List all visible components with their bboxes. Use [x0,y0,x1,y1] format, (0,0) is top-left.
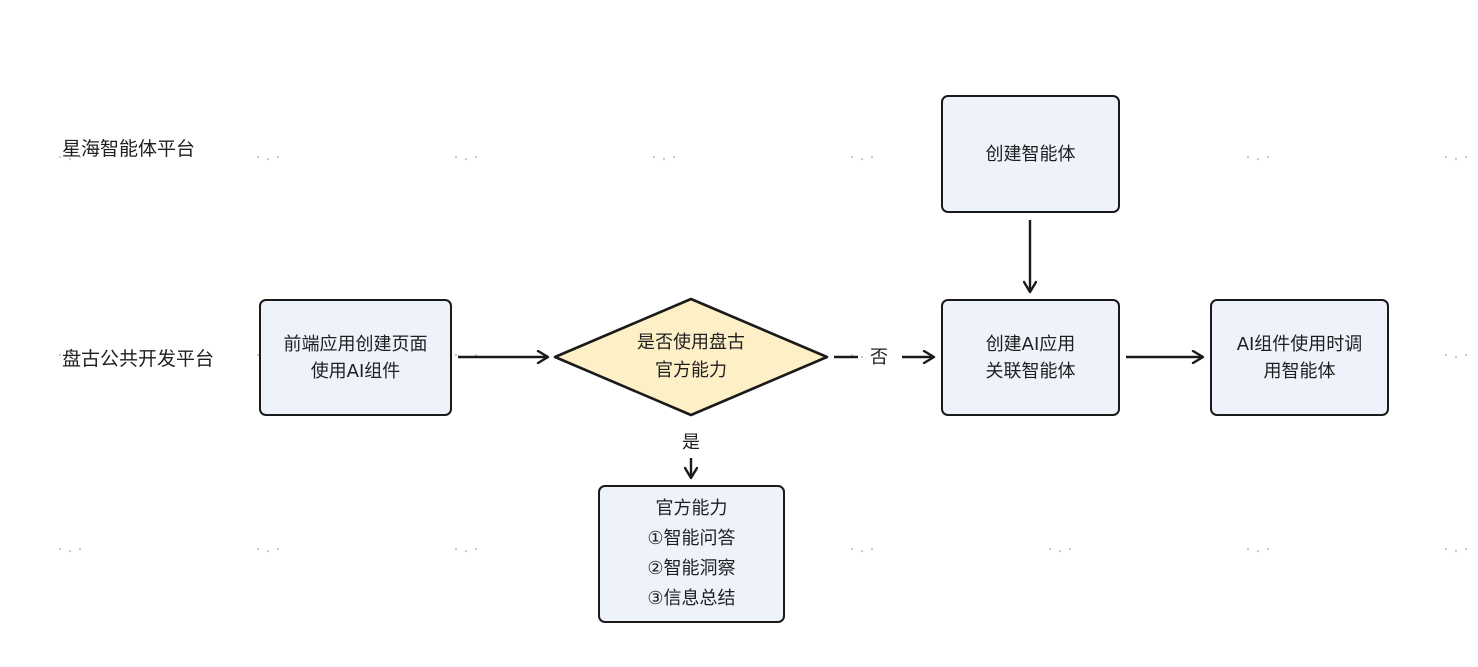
grid-dot [860,549,864,553]
grid-dot [860,157,864,161]
grid-dot [1454,549,1458,553]
node-create-agent-text: 创建智能体 [985,143,1076,165]
grid-dot [1464,155,1468,159]
grid-dot [870,547,874,551]
node-decision-line-2: 官方能力 [655,360,727,381]
grid-dot [454,155,458,159]
grid-dot [68,355,72,359]
decision-diamond-shape [553,297,829,417]
node-frontend-line-1: 前端应用创建页面 [283,333,428,355]
node-official-item-1: ①智能问答 [647,528,736,549]
grid-dot [1444,353,1448,357]
node-create-ai-app[interactable]: 创建AI应用 关联智能体 [941,299,1120,416]
grid-dot [850,155,854,159]
grid-dot [1048,547,1052,551]
grid-dot [68,157,72,161]
lane-label-pangu: 盘古公共开发平台 [62,348,215,370]
node-frontend-page[interactable]: 前端应用创建页面 使用AI组件 [259,299,452,416]
grid-dot [1266,547,1270,551]
grid-dot [58,155,62,159]
grid-dot [256,353,260,357]
grid-dot [266,549,270,553]
edge-label-no: 否 [868,347,890,369]
lane-label-xinghai: 星海智能体平台 [62,138,196,160]
grid-dot [464,157,468,161]
grid-dot [1444,155,1448,159]
node-call-agent-line-1: AI组件使用时调 [1236,333,1363,355]
node-call-agent[interactable]: AI组件使用时调 用智能体 [1210,299,1389,416]
grid-dot [1256,549,1260,553]
node-frontend-line-2: 使用AI组件 [310,360,401,382]
grid-dot [464,549,468,553]
grid-dot [1256,157,1260,161]
grid-dot [1246,547,1250,551]
grid-dot [870,155,874,159]
grid-dot [78,353,82,357]
grid-dot [276,547,280,551]
grid-dot [1058,549,1062,553]
grid-dot [266,157,270,161]
node-official-item-3: ③信息总结 [647,588,736,609]
grid-dot [672,155,676,159]
node-create-ai-app-line-1: 创建AI应用 [985,333,1076,355]
node-call-agent-line-2: 用智能体 [1263,360,1336,382]
grid-dot [474,547,478,551]
grid-dot [1068,547,1072,551]
grid-dot [1444,547,1448,551]
node-create-ai-app-line-2: 关联智能体 [985,360,1076,382]
grid-dot [58,547,62,551]
node-official-item-2: ②智能洞察 [647,558,736,579]
grid-dot [850,547,854,551]
grid-dot [850,353,854,357]
grid-dot [454,353,458,357]
grid-dot [256,155,260,159]
node-create-agent[interactable]: 创建智能体 [941,95,1120,213]
grid-dot [68,549,72,553]
grid-dot [1246,155,1250,159]
node-decision[interactable]: 是否使用盘古 官方能力 [591,328,791,386]
grid-dot [652,155,656,159]
grid-dot [474,353,478,357]
grid-dot [474,155,478,159]
node-official-title: 官方能力 [655,498,728,519]
grid-dot [454,547,458,551]
grid-dot [1266,155,1270,159]
grid-dot [1464,547,1468,551]
node-decision-line-1: 是否使用盘古 [637,332,745,353]
grid-dot [1454,355,1458,359]
grid-dot [58,353,62,357]
grid-dot [662,157,666,161]
grid-dot [78,547,82,551]
grid-dot [78,155,82,159]
node-official-capabilities[interactable]: 官方能力 ①智能问答 ②智能洞察 ③信息总结 [598,485,785,623]
grid-dot [860,355,864,359]
grid-dot [276,155,280,159]
grid-dot [1454,157,1458,161]
grid-dot [256,547,260,551]
edge-label-yes: 是 [680,432,702,454]
grid-dot [1464,353,1468,357]
